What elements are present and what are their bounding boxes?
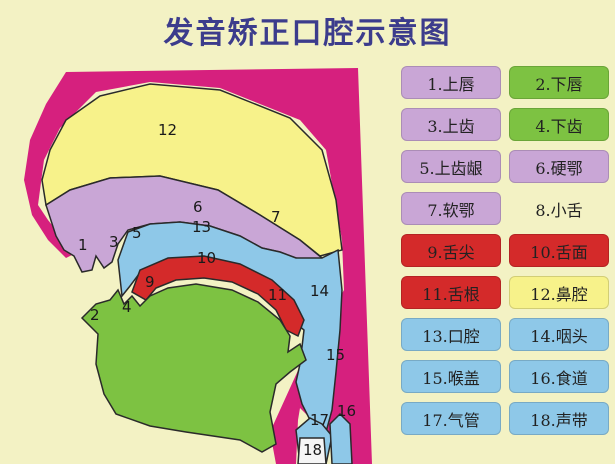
label-14: 14 bbox=[310, 282, 329, 300]
label-12: 12 bbox=[158, 121, 177, 139]
legend-item-15: 15.喉盖 bbox=[401, 360, 501, 393]
label-2: 2 bbox=[90, 306, 100, 324]
label-18: 18 bbox=[303, 441, 322, 459]
legend-item-17: 17.气管 bbox=[401, 402, 501, 435]
oral-cavity-diagram: 12 6 7 1 3 5 13 10 9 11 14 2 4 15 17 16 … bbox=[24, 68, 372, 464]
legend-item-6: 6.硬鄂 bbox=[509, 150, 609, 183]
vocal-cord-region bbox=[297, 437, 327, 464]
legend-item-16: 16.食道 bbox=[509, 360, 609, 393]
page-title: 发音矫正口腔示意图 bbox=[163, 16, 452, 51]
legend-item-8: 8.小舌 bbox=[535, 200, 583, 220]
label-3: 3 bbox=[109, 233, 119, 251]
legend-item-3: 3.上齿 bbox=[401, 108, 501, 141]
legend-item-2: 2.下唇 bbox=[509, 66, 609, 99]
lower-jaw-region bbox=[80, 283, 307, 453]
label-10: 10 bbox=[197, 249, 216, 267]
legend-item-13: 13.口腔 bbox=[401, 318, 501, 351]
legend-item-4: 4.下齿 bbox=[509, 108, 609, 141]
label-6: 6 bbox=[193, 198, 203, 216]
legend-item-10: 10.舌面 bbox=[509, 234, 609, 267]
label-17: 17 bbox=[310, 411, 329, 429]
legend-item-9: 9.舌尖 bbox=[401, 234, 501, 267]
label-11: 11 bbox=[268, 286, 287, 304]
legend-item-12: 12.鼻腔 bbox=[509, 276, 609, 309]
legend-item-5: 5.上齿龈 bbox=[401, 150, 501, 183]
label-7: 7 bbox=[271, 208, 281, 226]
legend: 1.上唇 2.下唇 3.上齿 4.下齿 5.上齿龈 6.硬鄂 7.软鄂 8.小舌… bbox=[401, 66, 611, 435]
label-13: 13 bbox=[192, 218, 211, 236]
label-5: 5 bbox=[132, 224, 142, 242]
tongue-region bbox=[131, 255, 305, 338]
legend-item-14: 14.咽头 bbox=[509, 318, 609, 351]
legend-item-1: 1.上唇 bbox=[401, 66, 501, 99]
label-15: 15 bbox=[326, 346, 345, 364]
legend-item-18: 18.声带 bbox=[509, 402, 609, 435]
legend-item-7: 7.软鄂 bbox=[401, 192, 501, 225]
legend-item-11: 11.舌根 bbox=[401, 276, 501, 309]
label-9: 9 bbox=[145, 273, 155, 291]
esophagus-region bbox=[329, 412, 353, 464]
label-16: 16 bbox=[337, 402, 356, 420]
label-4: 4 bbox=[122, 298, 132, 316]
label-1: 1 bbox=[78, 236, 88, 254]
